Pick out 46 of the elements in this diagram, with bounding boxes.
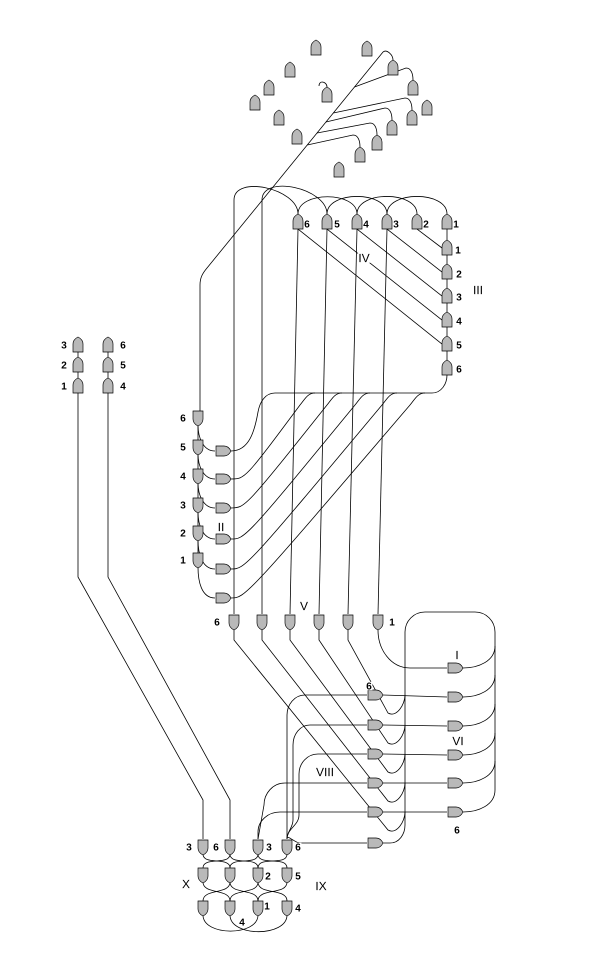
roman-numeral: II <box>217 522 225 532</box>
terminal-number: 1 <box>388 618 396 626</box>
terminal-number: 5 <box>294 872 302 880</box>
terminal-number: 5 <box>180 442 186 452</box>
terminal-number: 6 <box>456 364 462 374</box>
terminal-number: 1 <box>452 220 460 228</box>
terminal-number: 4 <box>120 382 126 390</box>
terminal-number: 3 <box>266 842 272 852</box>
terminal-number: 3 <box>60 340 68 350</box>
terminal-number: 6 <box>366 682 372 690</box>
roman-numeral: I <box>454 650 460 660</box>
terminal-number: 4 <box>456 316 462 326</box>
terminal-number: 6 <box>120 340 126 350</box>
terminal-number: 6 <box>454 826 460 834</box>
terminal-number: 2 <box>264 872 272 880</box>
roman-numeral: V <box>299 601 309 611</box>
terminal-number: 4 <box>180 472 186 480</box>
terminal-number: 5 <box>334 220 340 228</box>
terminal-number: 5 <box>120 360 126 370</box>
terminal-number: 6 <box>180 414 186 422</box>
terminal-number: 1 <box>264 902 270 910</box>
roman-numeral: IX <box>314 881 328 891</box>
terminal-number: 2 <box>60 360 68 370</box>
terminal-number: 6 <box>294 842 302 852</box>
terminal-number: 1 <box>180 556 186 564</box>
roman-numeral: IV <box>358 253 370 263</box>
terminal-number: 3 <box>180 500 186 510</box>
terminal-number: 1 <box>454 246 462 254</box>
roman-numeral: VI <box>452 736 464 746</box>
terminal-number: 6 <box>214 618 220 626</box>
roman-numeral: X <box>181 879 191 889</box>
roman-numeral: III <box>472 285 484 295</box>
terminal-number: 3 <box>186 842 192 852</box>
terminal-number: 3 <box>456 292 462 302</box>
terminal-number: 6 <box>212 842 220 852</box>
terminal-number: 1 <box>60 382 68 390</box>
roman-numeral: VIII <box>315 767 335 777</box>
terminal-number: 3 <box>392 220 400 228</box>
terminal-number: 5 <box>456 340 462 350</box>
terminal-number: 4 <box>238 918 246 926</box>
terminal-number: 2 <box>422 220 430 228</box>
terminal-number: 2 <box>456 270 462 278</box>
terminal-number: 6 <box>304 220 310 228</box>
terminal-number: 2 <box>180 528 186 538</box>
terminal-number: 4 <box>362 220 370 228</box>
terminal-number: 4 <box>294 904 302 912</box>
